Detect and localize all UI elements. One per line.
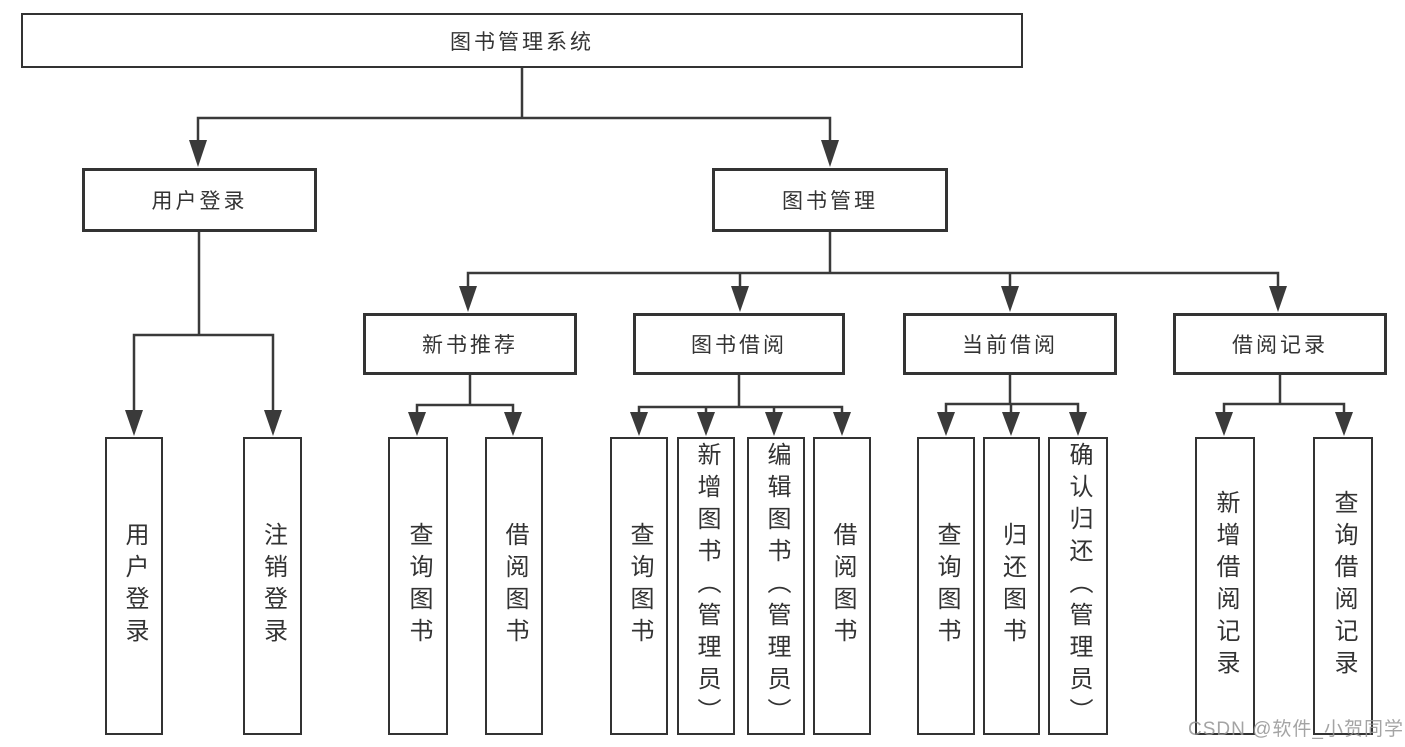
node-new-book-recommend-label: 新书推荐 — [422, 334, 518, 357]
leaf-borrow-borrow-books-label: 借阅图书 — [829, 522, 856, 650]
node-current-borrow: 当前借阅 — [903, 313, 1117, 375]
leaf-record-query-borrow-record: 查询借阅记录 — [1313, 437, 1373, 735]
arrow-leaf — [630, 412, 648, 436]
leaf-recommend-borrow-books: 借阅图书 — [485, 437, 543, 735]
leaf-recommend-query-books-label: 查询图书 — [405, 522, 432, 650]
arrow-borrow-record — [1269, 286, 1287, 312]
leaf-current-query-books: 查询图书 — [917, 437, 975, 735]
connector-current-borrow-to-leaves — [944, 375, 1080, 414]
node-new-book-recommend: 新书推荐 — [363, 313, 577, 375]
connector-book-borrow-to-leaves — [637, 375, 844, 414]
arrow-leaf — [1002, 412, 1020, 436]
leaf-borrow-add-books-admin: 新增图书（管理员） — [677, 437, 735, 735]
leaf-current-return-books: 归还图书 — [983, 437, 1040, 735]
node-book-management-label: 图书管理 — [782, 190, 878, 213]
leaf-current-query-books-label: 查询图书 — [933, 522, 960, 650]
leaf-record-query-borrow-record-label: 查询借阅记录 — [1330, 490, 1357, 682]
node-current-borrow-label: 当前借阅 — [962, 334, 1058, 357]
node-book-management: 图书管理 — [712, 168, 948, 232]
arrow-leaf — [833, 412, 851, 436]
arrow-new-book-recommend — [459, 286, 477, 312]
connector-new-book-recommend-to-leaves — [415, 375, 515, 414]
leaf-user-login: 用户登录 — [105, 437, 163, 735]
leaf-recommend-query-books: 查询图书 — [388, 437, 448, 735]
arrow-leaf — [264, 410, 282, 436]
arrow-current-borrow — [1001, 286, 1019, 312]
leaf-borrow-edit-books-admin: 编辑图书（管理员） — [747, 437, 805, 735]
node-borrow-record-label: 借阅记录 — [1232, 334, 1328, 357]
arrow-leaf — [408, 412, 426, 436]
arrow-leaf — [1335, 412, 1353, 436]
node-borrow-record: 借阅记录 — [1173, 313, 1387, 375]
node-book-borrow: 图书借阅 — [633, 313, 845, 375]
arrow-leaf — [765, 412, 783, 436]
node-root: 图书管理系统 — [21, 13, 1023, 68]
node-user-login: 用户登录 — [82, 168, 317, 232]
connector-root-to-level2 — [196, 68, 832, 142]
connector-user-login-to-leaves — [132, 232, 275, 412]
leaf-current-confirm-return-admin: 确认归还（管理员） — [1048, 437, 1108, 735]
arrow-leaf — [1215, 412, 1233, 436]
arrow-book-management — [821, 140, 839, 167]
leaf-logout: 注销登录 — [243, 437, 302, 735]
connector-borrow-record-to-leaves — [1222, 375, 1346, 414]
leaf-current-confirm-return-admin-label: 确认归还（管理员） — [1065, 442, 1092, 730]
leaf-borrow-query-books-label: 查询图书 — [626, 522, 653, 650]
leaf-logout-label: 注销登录 — [259, 522, 287, 650]
connector-book-management-to-level3 — [466, 232, 1280, 288]
arrowheads — [125, 140, 1353, 436]
arrow-leaf — [1069, 412, 1087, 436]
leaf-user-login-label: 用户登录 — [121, 522, 148, 650]
arrow-book-borrow — [731, 286, 749, 312]
leaf-borrow-edit-books-admin-label: 编辑图书（管理员） — [763, 442, 790, 730]
csdn-watermark: CSDN @软件_小贺同学 — [1188, 719, 1404, 740]
node-book-borrow-label: 图书借阅 — [691, 334, 787, 357]
leaf-borrow-query-books: 查询图书 — [610, 437, 668, 735]
arrow-leaf — [697, 412, 715, 436]
leaf-borrow-borrow-books: 借阅图书 — [813, 437, 871, 735]
leaf-current-return-books-label: 归还图书 — [998, 522, 1026, 650]
leaf-borrow-add-books-admin-label: 新增图书（管理员） — [693, 442, 720, 730]
leaf-record-add-borrow-record: 新增借阅记录 — [1195, 437, 1255, 735]
arrow-leaf — [504, 412, 522, 436]
arrow-leaf — [937, 412, 955, 436]
arrow-leaf — [125, 410, 143, 436]
arrow-user-login — [189, 140, 207, 167]
leaf-recommend-borrow-books-label: 借阅图书 — [501, 522, 528, 650]
node-user-login-label: 用户登录 — [151, 190, 248, 213]
node-root-label: 图书管理系统 — [450, 30, 594, 54]
leaf-record-add-borrow-record-label: 新增借阅记录 — [1212, 490, 1239, 682]
